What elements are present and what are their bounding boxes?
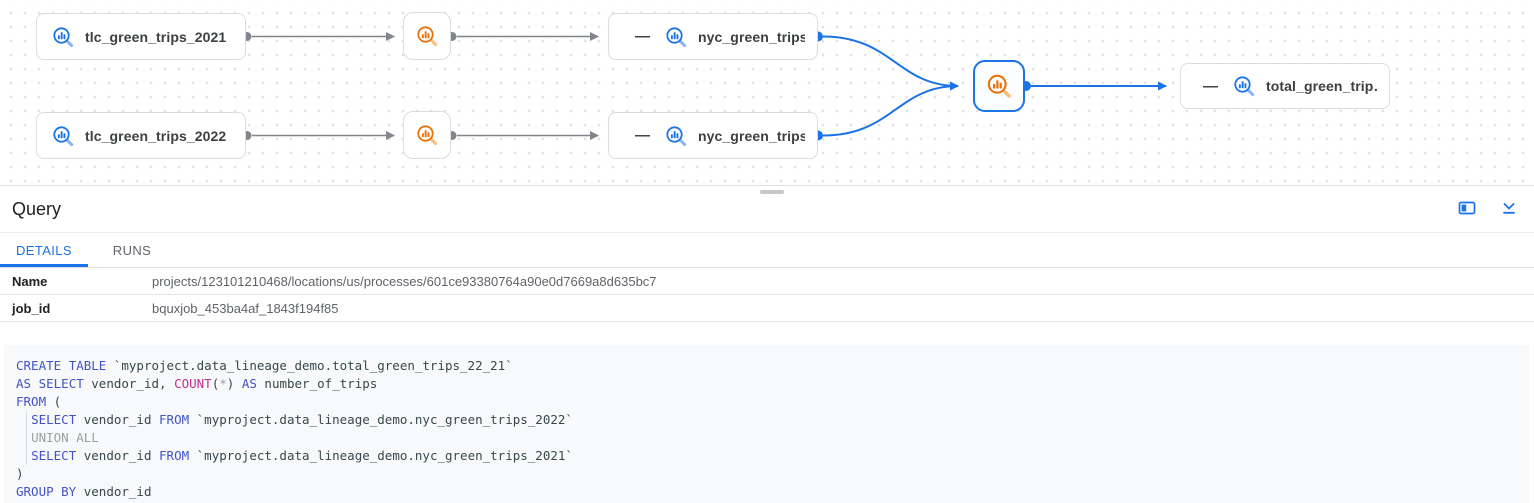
bigquery-table-search-icon <box>51 25 75 49</box>
process-query-icon <box>415 24 439 48</box>
splitscreen-button[interactable] <box>1456 197 1478 222</box>
query-details-panel: Query <box>0 186 1534 503</box>
panel-drag-handle[interactable] <box>760 190 784 194</box>
table-node-nyc-green-trips-2022[interactable]: — nyc_green_trips… <box>608 112 818 159</box>
detail-label: Name <box>12 273 48 289</box>
table-node-label: nyc_green_trips… <box>698 127 805 144</box>
process-node-query-2021[interactable] <box>403 12 451 60</box>
detail-label: job_id <box>12 300 51 316</box>
table-node-label: tlc_green_trips_2021 <box>85 28 227 45</box>
table-node-label: total_green_trip… <box>1266 78 1377 94</box>
table-node-tlc-green-trips-2022[interactable]: tlc_green_trips_2022 <box>36 112 246 159</box>
detail-value: projects/123101210468/locations/us/proce… <box>152 273 657 289</box>
minus-icon[interactable]: — <box>635 127 650 144</box>
details-table: Name projects/123101210468/locations/us/… <box>0 268 1534 322</box>
process-query-icon <box>415 123 439 147</box>
collapse-panel-button[interactable] <box>1498 197 1520 222</box>
minus-icon[interactable]: — <box>635 28 650 45</box>
table-node-label: nyc_green_trips… <box>698 28 805 45</box>
detail-row-name: Name projects/123101210468/locations/us/… <box>0 268 1534 295</box>
panel-title: Query <box>12 198 62 219</box>
sql-code: CREATE TABLE `myproject.data_lineage_dem… <box>16 358 573 499</box>
panel-header: Query <box>0 186 1534 233</box>
splitscreen-icon <box>1458 199 1476 220</box>
bigquery-table-search-icon <box>664 25 688 49</box>
tab-details[interactable]: DETAILS <box>0 233 88 267</box>
bigquery-table-search-icon <box>51 124 75 148</box>
panel-actions <box>1456 197 1520 222</box>
table-node-nyc-green-trips-2021[interactable]: — nyc_green_trips… <box>608 13 818 60</box>
table-node-total-green-trips[interactable]: — total_green_trip… <box>1180 63 1390 109</box>
table-node-tlc-green-trips-2021[interactable]: tlc_green_trips_2021 <box>36 13 246 60</box>
process-node-query-selected[interactable] <box>973 60 1025 112</box>
detail-row-job-id: job_id bquxjob_453ba4af_1843f194f85 <box>0 295 1534 322</box>
detail-value: bquxjob_453ba4af_1843f194f85 <box>152 300 339 316</box>
tab-runs[interactable]: RUNS <box>88 233 176 267</box>
bigquery-table-search-icon <box>1232 74 1256 98</box>
indent-guide <box>26 411 27 465</box>
collapse-panel-icon <box>1500 199 1518 220</box>
minus-icon[interactable]: — <box>1203 77 1218 95</box>
table-node-label: tlc_green_trips_2022 <box>85 127 227 144</box>
panel-tabs: DETAILS RUNS <box>0 233 1534 268</box>
sql-code-block: CREATE TABLE `myproject.data_lineage_dem… <box>4 345 1529 503</box>
bigquery-table-search-icon <box>664 124 688 148</box>
process-query-icon <box>985 72 1013 100</box>
process-node-query-2022[interactable] <box>403 111 451 159</box>
lineage-canvas[interactable]: tlc_green_trips_2021 tlc_green_trips_202… <box>0 0 1534 186</box>
